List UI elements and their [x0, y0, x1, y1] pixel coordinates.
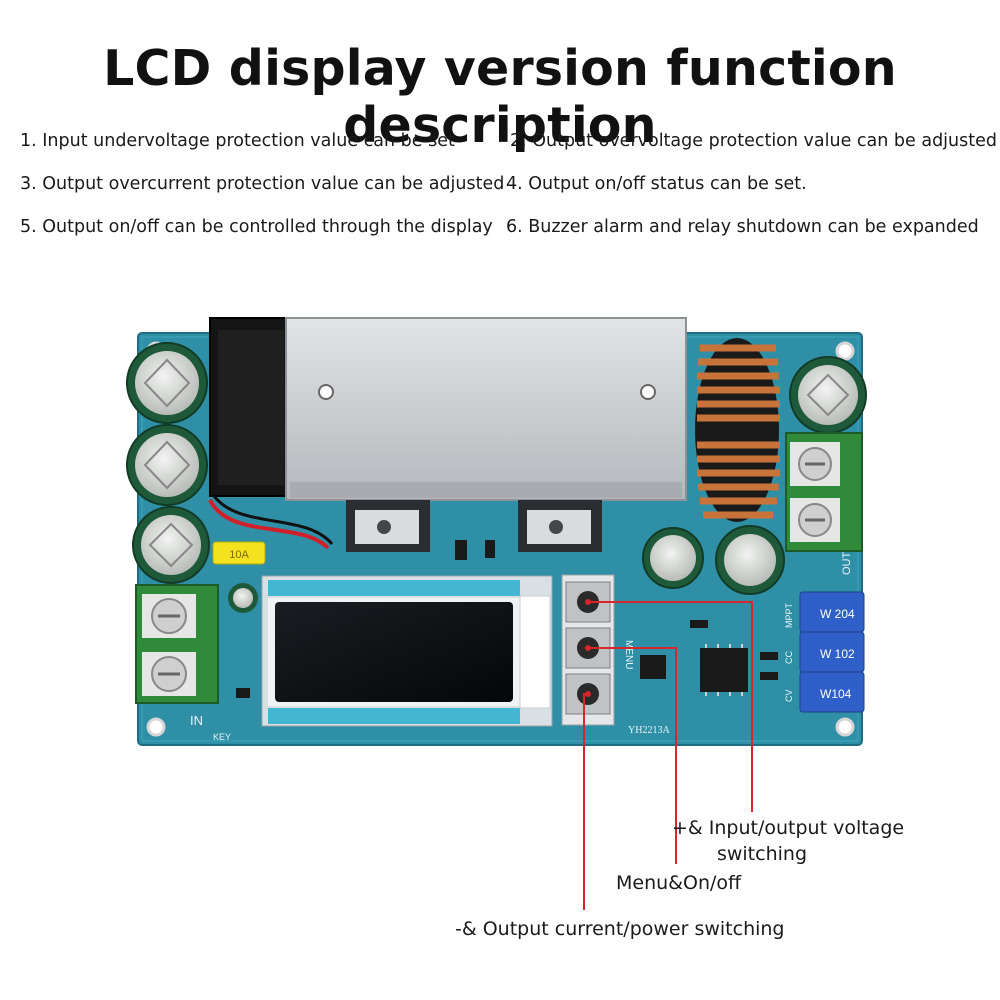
feature-3: 3. Output overcurrent protection value c… [20, 174, 505, 194]
callout-minus: -& Output current/power switching [455, 918, 785, 940]
input-terminal [135, 584, 219, 704]
callout-line-plus [588, 601, 753, 812]
inductor-coil [695, 338, 780, 522]
mode-label-cv: CV [784, 689, 794, 702]
menu-label: MENU [623, 640, 634, 669]
feature-5: 5. Output on/off can be controlled throu… [20, 217, 493, 237]
out-label: OUT [841, 552, 853, 576]
fuse-label: 10A [229, 549, 249, 561]
page-title: LCD display version function description [103, 40, 897, 154]
potentiometers [799, 591, 865, 713]
pot-code-1: W 204 [820, 607, 855, 621]
input-capacitors [126, 342, 210, 584]
callout-plus-line-1: +& Input/output voltage [672, 817, 905, 839]
mode-label-mppt: MPPT [784, 602, 794, 628]
callout-line-menu [588, 647, 677, 864]
feature-6: 6. Buzzer alarm and relay shutdown can b… [506, 217, 979, 237]
callout-menu: Menu&On/off [616, 872, 742, 894]
pot-code-2: W 102 [820, 647, 855, 661]
feature-4: 4. Output on/off status can be set. [506, 174, 807, 194]
output-terminal [785, 432, 863, 552]
key-label: KEY [213, 732, 231, 742]
heatsink [285, 317, 687, 501]
lcd-display [261, 575, 553, 727]
mode-label-cc: CC [784, 651, 794, 664]
pot-code-3: W104 [820, 687, 852, 701]
callout-plus-line-2: switching [716, 843, 808, 865]
feature-2: 2. Output overvoltage protection value c… [510, 131, 997, 151]
fuse [212, 541, 266, 565]
callout-plus: +& Input/output voltage switching [672, 817, 905, 865]
in-label: IN [190, 713, 203, 728]
feature-1: 1. Input undervoltage protection value c… [20, 131, 455, 151]
model-label: YH2213A [628, 725, 670, 736]
mosfets [346, 500, 602, 552]
